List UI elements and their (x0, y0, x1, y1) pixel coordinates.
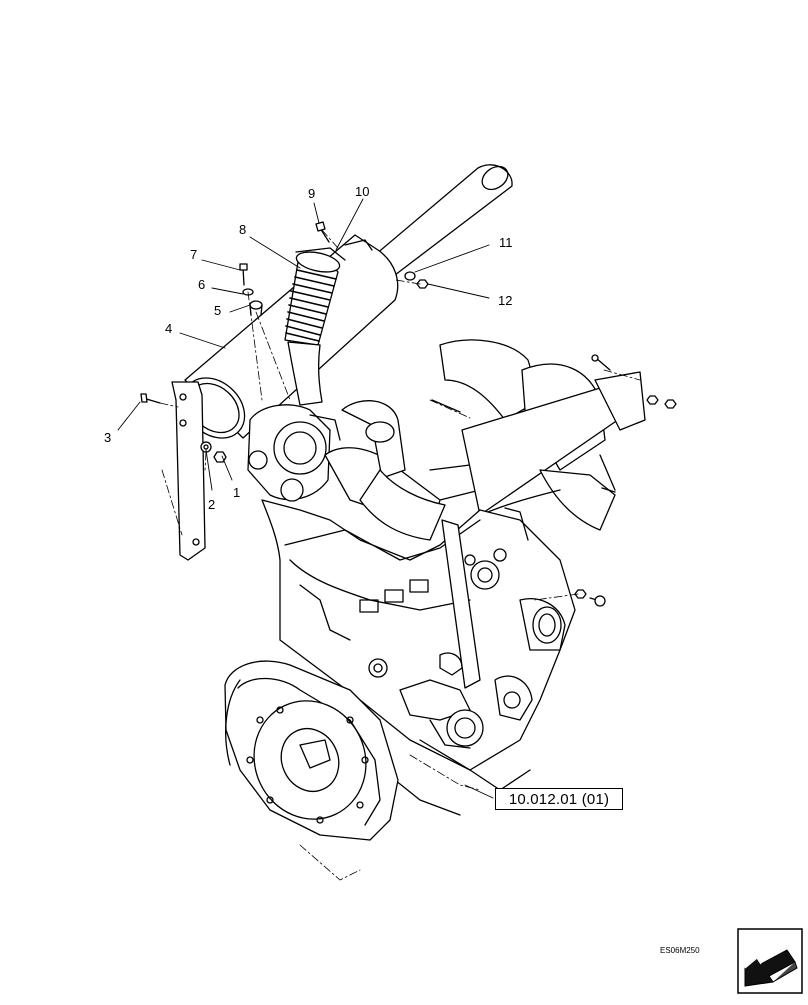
callout-2: 2 (208, 497, 216, 512)
callout-1: 1 (233, 485, 241, 500)
left-bracket (171, 381, 206, 561)
engine-block (261, 499, 576, 816)
callout-5: 5 (214, 303, 222, 318)
cross-reference-label: 10.012.01 (01) (508, 790, 610, 808)
callout-6: 6 (198, 277, 206, 292)
callout-9: 9 (308, 186, 316, 201)
callout-3: 3 (104, 430, 112, 445)
flywheel-housing (224, 660, 399, 841)
drawing-code: ES06M250 (660, 946, 700, 955)
arrow-return-icon (737, 928, 803, 994)
callout-8: 8 (239, 222, 247, 237)
right-strap (441, 507, 529, 689)
tailpipe (374, 164, 513, 276)
callout-7: 7 (190, 247, 198, 262)
air-cleaner (439, 339, 646, 531)
flex-pipe (284, 247, 346, 406)
center-lines (159, 229, 641, 881)
callout-4: 4 (165, 321, 173, 336)
cross-reference-link[interactable]: 10.012.01 (01) (495, 788, 623, 810)
callout-10: 10 (355, 184, 370, 199)
callout-11: 11 (499, 235, 513, 250)
turbocharger (247, 404, 341, 502)
callout-12: 12 (498, 293, 513, 308)
navigation-button[interactable] (737, 928, 803, 994)
